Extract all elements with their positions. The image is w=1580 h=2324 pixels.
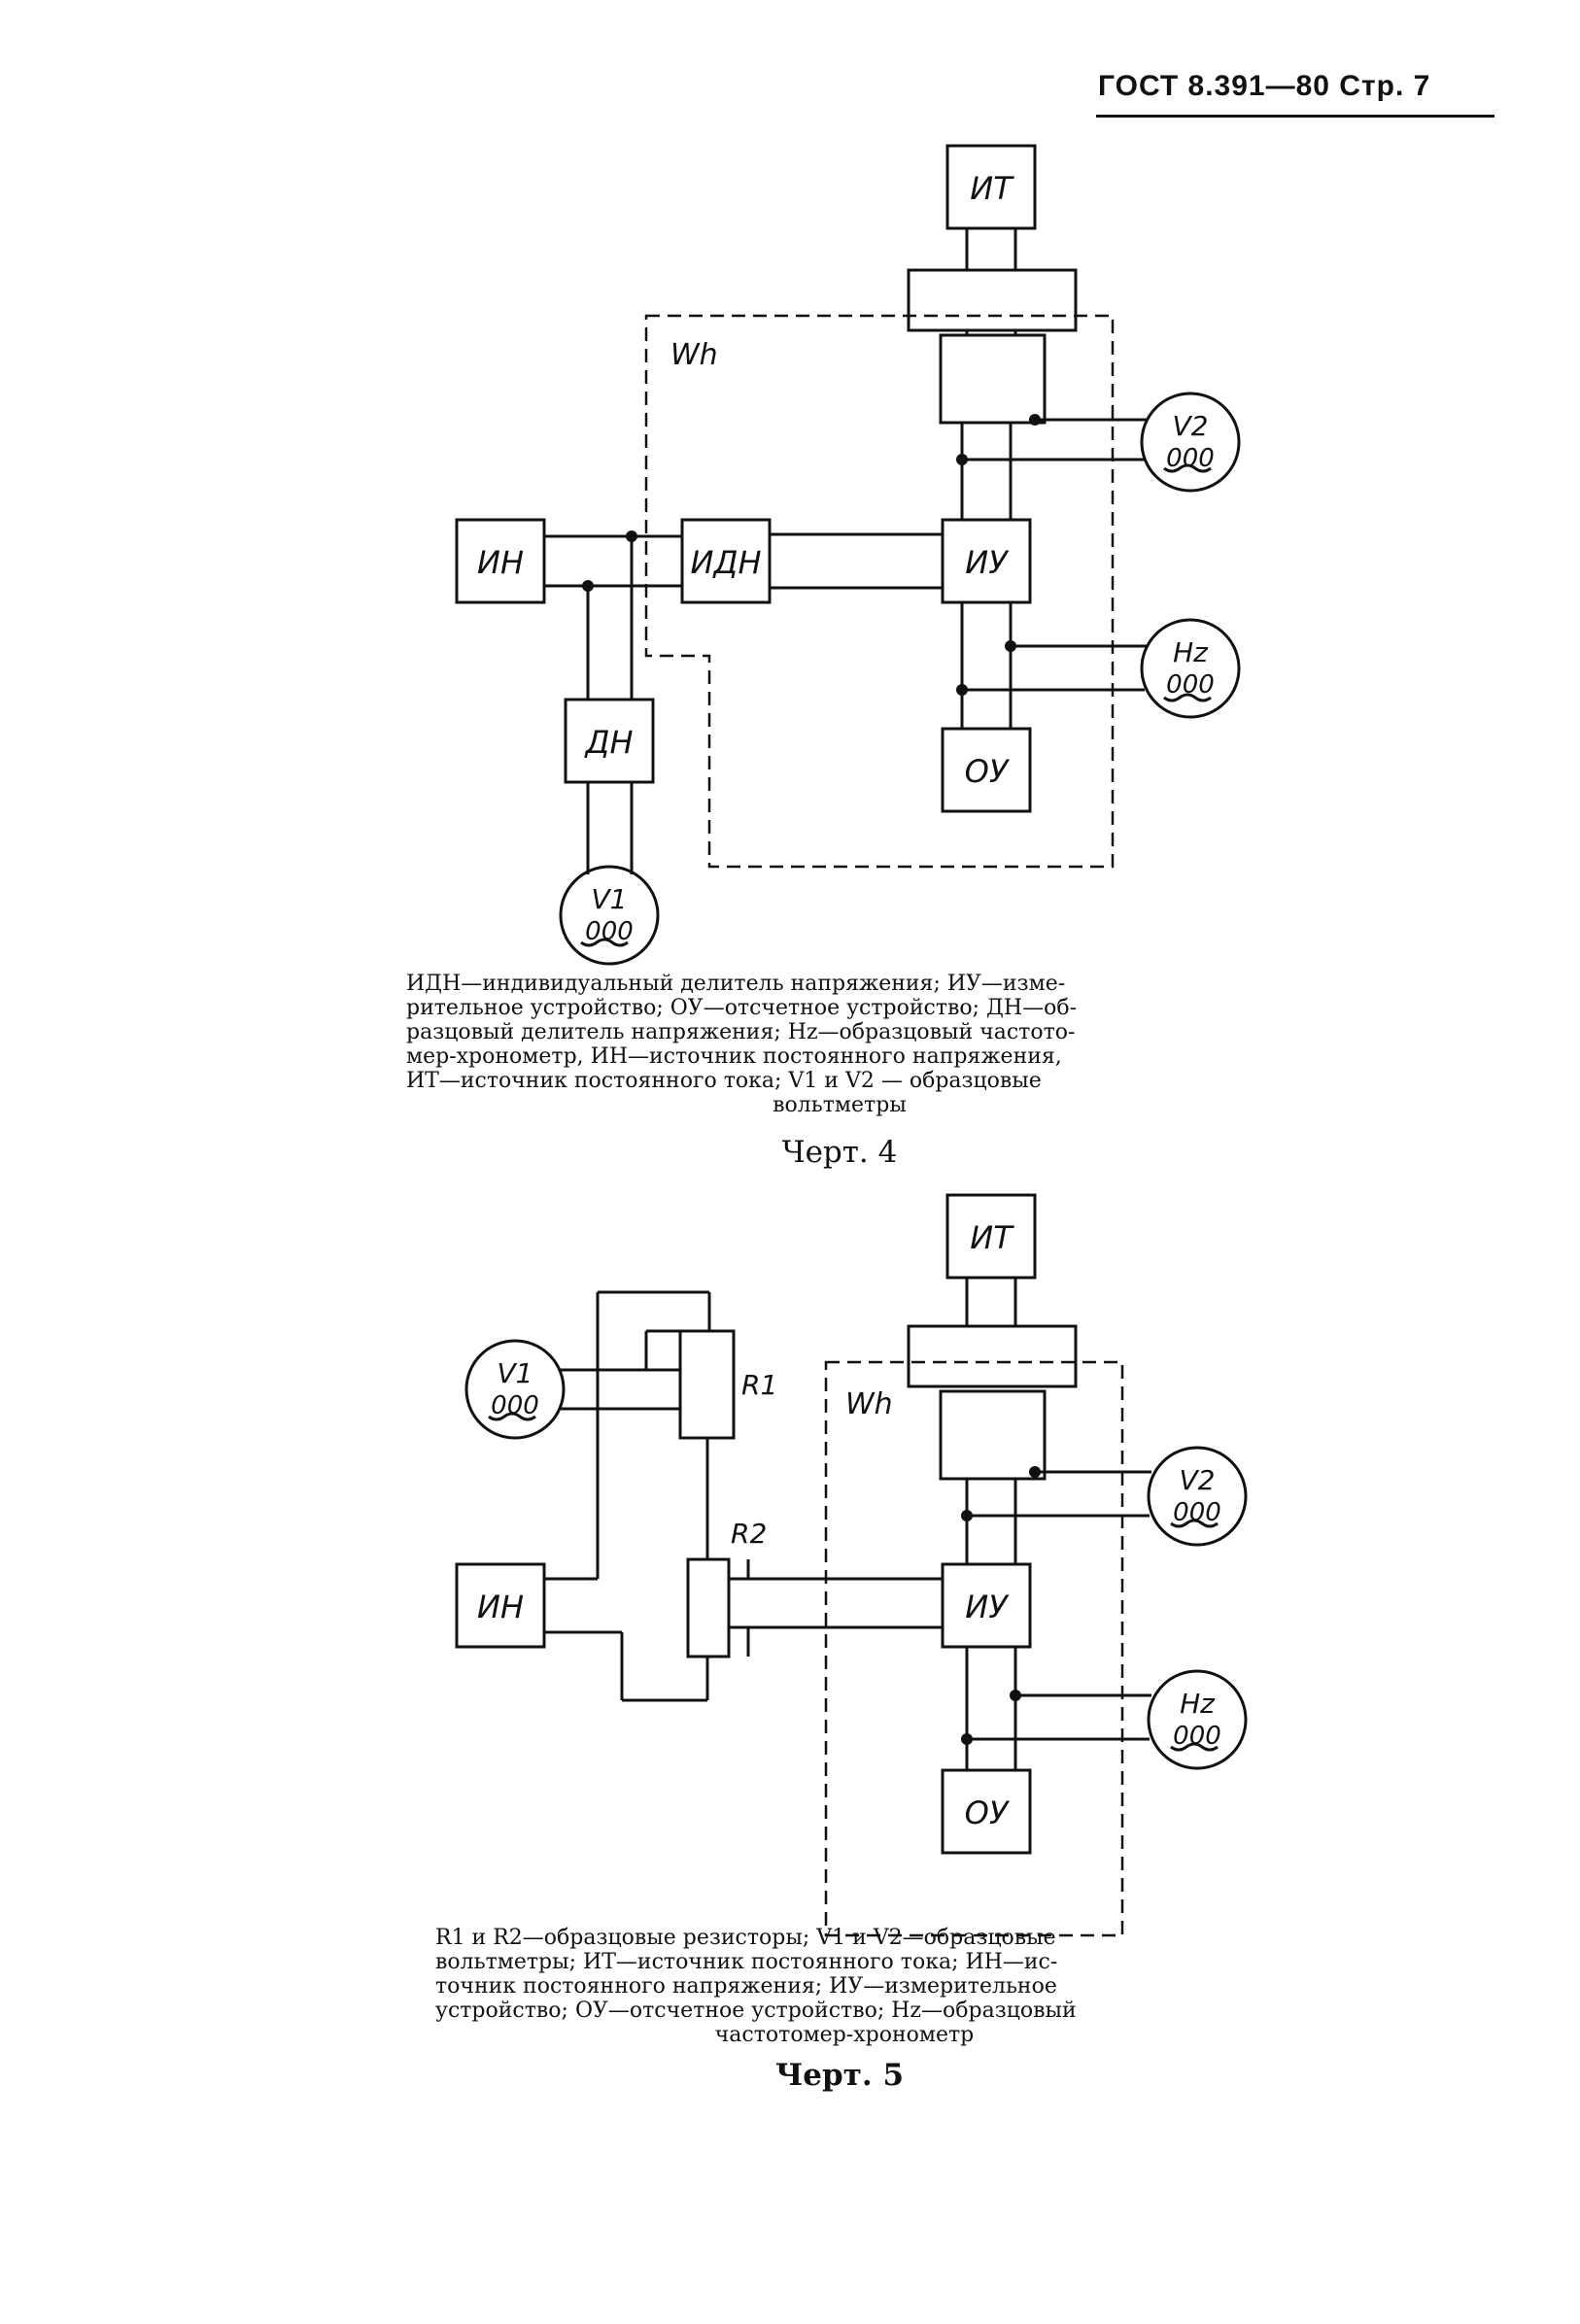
caption-line: ИДН—индивидуальный делитель напряжения; … (406, 972, 1066, 996)
fig5-label-ou: ОУ (965, 1794, 1011, 1831)
caption-line: вольтметры (773, 1093, 907, 1117)
fig4-title: Черт. 4 (781, 1135, 898, 1170)
fig5-block-ou (941, 1768, 1032, 1855)
fig5-block-wh-top (907, 1324, 1078, 1388)
fig4-label-in: ИН (477, 544, 524, 581)
fig4-block-idn (680, 518, 772, 604)
fig4-label-v1: V1 (592, 883, 628, 915)
figure-5-diagram: ИТ Wh ИН ИУ ОУ R1 R2 V2 000 Hz 000 V1 00… (455, 1193, 1248, 1937)
fig4-v2-meter (1140, 392, 1241, 493)
figure-4-diagram: ИТ Wh ИН ИДН ИУ ДН ОУ V2 000 Hz 000 V1 0… (455, 144, 1241, 966)
fig5-label-iu: ИУ (965, 1589, 1010, 1625)
fig5-resistor-r1 (678, 1329, 736, 1440)
fig4-block-dn (564, 698, 655, 784)
fig4-label-idn: ИДН (691, 544, 762, 581)
fig5-label-it: ИТ (970, 1219, 1014, 1256)
fig4-block-wh-top (907, 268, 1078, 332)
fig4-label-it: ИТ (970, 170, 1014, 207)
fig5-label-r2: R2 (731, 1518, 767, 1550)
fig5-block-in (455, 1562, 546, 1649)
fig5-meter-v1-reading: 000 (491, 1391, 539, 1420)
fig5-caption: R1 и R2—образцовые резисторы; V1 и V2—об… (435, 1926, 1254, 2047)
fig5-wh-boundary (824, 1360, 1124, 1937)
fig4-v1-meter (559, 865, 660, 966)
fig5-v2-meter (1147, 1446, 1248, 1547)
fig5-title: Черт. 5 (774, 2058, 905, 2093)
fig4-meter-hz-reading: 000 (1166, 670, 1215, 700)
caption-line: R1 и R2—образцовые резисторы; V1 и V2—об… (435, 1926, 1056, 1950)
fig5-label-r1: R1 (741, 1369, 777, 1401)
fig5-label-v2: V2 (1180, 1464, 1216, 1496)
fig5-label-v1: V1 (498, 1357, 533, 1389)
caption-line: точник постоянного напряжения; ИУ—измери… (435, 1974, 1057, 1999)
fig4-label-ou: ОУ (965, 753, 1011, 790)
fig4-wh-boundary (644, 314, 1115, 869)
fig4-label-v2: V2 (1173, 410, 1209, 442)
fig4-label-iu: ИУ (965, 544, 1010, 581)
caption-line: мер-хронометр, ИН—источник постоянного н… (406, 1044, 1062, 1069)
caption-line: частотомер-хронометр (714, 2023, 975, 2047)
caption-line: ИТ—источник постоянного тока; V1 и V2 — … (406, 1069, 1042, 1093)
fig4-block-wh-bottom (939, 333, 1047, 425)
fig4-hz-meter (1140, 618, 1241, 719)
fig5-block-it (945, 1193, 1037, 1280)
fig4-caption: ИДН—индивидуальный делитель напряжения; … (406, 972, 1273, 1117)
caption-line: устройство; ОУ—отсчетное устройство; Hz—… (435, 1999, 1077, 2023)
fig5-resistor-r2 (686, 1557, 731, 1658)
fig5-v1-meter (464, 1339, 566, 1440)
fig5-hz-meter (1147, 1669, 1248, 1770)
fig4-meter-v2-reading: 000 (1166, 444, 1215, 473)
fig4-label-wh: Wh (670, 338, 718, 372)
fig4-block-it (945, 144, 1037, 230)
fig4-block-in (455, 518, 546, 604)
fig5-label-hz: Hz (1180, 1688, 1216, 1720)
fig5-label-in: ИН (477, 1589, 524, 1625)
caption-line: рительное устройство; ОУ—отсчетное устро… (406, 996, 1078, 1020)
page-header: ГОСТ 8.391—80 Стр. 7 (1098, 70, 1431, 102)
fig5-block-wh-bottom (939, 1389, 1047, 1481)
caption-line: вольтметры; ИТ—источник постоянного тока… (435, 1950, 1058, 1974)
fig5-meter-v2-reading: 000 (1173, 1498, 1221, 1527)
fig4-block-iu (941, 518, 1032, 604)
fig4-block-ou (941, 727, 1032, 813)
fig4-label-dn: ДН (583, 724, 633, 761)
fig5-block-iu (941, 1562, 1032, 1649)
fig5-meter-hz-reading: 000 (1173, 1722, 1221, 1751)
fig5-label-wh: Wh (845, 1387, 893, 1421)
fig4-meter-v1-reading: 000 (585, 917, 634, 946)
fig4-label-hz: Hz (1173, 636, 1209, 668)
header-rule (1096, 115, 1494, 118)
caption-line: разцовый делитель напряжения; Hz—образцо… (406, 1020, 1076, 1044)
